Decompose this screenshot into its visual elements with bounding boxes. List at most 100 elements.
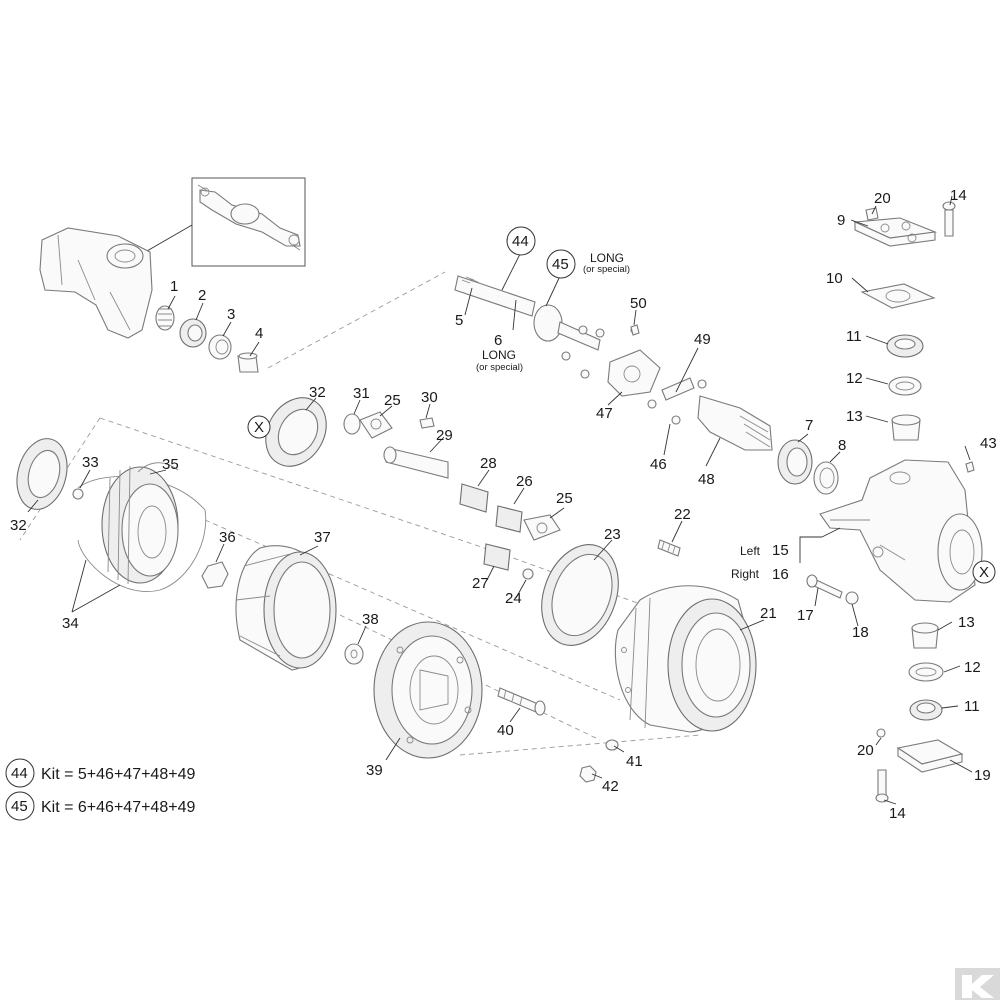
callout-18: 18 [852,624,869,641]
callout-49: 49 [694,331,711,348]
grease-nipple-50 [630,324,640,336]
callout-28: 28 [480,455,497,472]
seal-7 [777,439,813,485]
callout-19: 19 [974,767,991,784]
callout-32-lower: 32 [10,517,27,534]
kit-45-id: 45 [11,798,28,815]
callout-42: 42 [602,778,619,795]
washer-41 [605,739,619,751]
callout-3: 3 [227,306,235,323]
callout-14-bottom: 14 [889,805,906,822]
callout-45: 45 [552,256,569,273]
callout-23: 23 [604,526,621,543]
note-long-45: LONG [590,251,624,265]
nut-42 [579,765,597,783]
callout-1: 1 [170,278,178,295]
callout-21: 21 [760,605,777,622]
kit-45-circle [5,791,35,821]
callout-10: 10 [826,270,843,287]
callout-36: 36 [219,529,236,546]
ring-gear-assembly-left [16,438,229,592]
kit-44-id: 44 [11,765,28,782]
callout-5: 5 [455,312,463,329]
callout-12-top: 12 [846,370,863,387]
bushing-4 [237,352,259,373]
wheel-stud-22 [657,539,681,557]
callout-7: 7 [805,417,813,434]
callout-33: 33 [82,454,99,471]
bearing-2 [179,318,207,348]
callout-31: 31 [353,385,370,402]
callout-39: 39 [366,762,383,779]
callout-16: 16 [772,566,789,583]
callout-41: 41 [626,753,643,770]
callout-11-bottom: 11 [964,698,980,715]
washer-38 [344,643,364,665]
callout-4: 4 [255,325,263,342]
ring-8 [813,461,839,495]
kit-legend: 44 Kit = 5+46+47+48+49 45 Kit = 6+46+47+… [5,758,195,821]
steering-knuckle [819,459,983,603]
callout-47: 47 [596,405,613,422]
callout-37: 37 [314,529,331,546]
circle-44 [506,226,536,256]
x-marker-left [247,415,271,439]
callout-27: 27 [472,575,489,592]
callout-35: 35 [162,456,179,473]
seal-ring-3 [208,334,232,360]
bearing-32-upper [265,397,327,467]
leader-lines [27,195,973,805]
callout-9: 9 [837,212,845,229]
callout-40: 40 [497,722,514,739]
kit-44-text: Kit = 5+46+47+48+49 [41,766,195,783]
hub-cover-39 [373,621,483,759]
callout-17: 17 [797,607,814,624]
needle-bearing-1 [155,305,175,331]
note-special-6: (or special) [476,362,523,373]
callout-2: 2 [198,287,206,304]
note-special-45: (or special) [583,264,630,275]
callout-25-upper: 25 [384,392,401,409]
bolt-40 [497,687,546,716]
internal-ring-gear-37 [235,545,337,671]
callout-13-top: 13 [846,408,863,425]
bolt-17-nut-18 [806,574,859,605]
callout-labels: 1 2 3 4 5 6 LONG (or special) 44 45 LONG… [10,187,997,822]
callout-13-bottom: 13 [958,614,975,631]
axle-housing-end [39,227,153,339]
callout-26: 26 [516,473,533,490]
callout-14-top: 14 [950,187,967,204]
x-marker-right [972,560,996,584]
callout-20-top: 20 [874,190,891,207]
callout-38: 38 [362,611,379,628]
grease-nipple-43 [965,461,975,473]
callout-32-upper: 32 [309,384,326,401]
callout-29: 29 [436,427,453,444]
kit-45-text: Kit = 6+46+47+48+49 [41,799,195,816]
bearing-32-lower [16,438,68,510]
kingpin-top-stack [852,201,956,441]
kit-44-circle [5,758,35,788]
callout-11-top: 11 [846,328,862,345]
callout-22: 22 [674,506,691,523]
callout-15: 15 [772,542,789,559]
callout-25-lower: 25 [556,490,573,507]
brand-k-logo-icon [955,968,1000,1000]
callout-6: 6 [494,332,502,349]
callout-46: 46 [650,456,667,473]
callout-44: 44 [512,233,529,250]
seal-23 [541,544,619,646]
callout-30: 30 [421,389,438,406]
circle-45 [546,249,576,279]
note-long-6: LONG [482,348,516,362]
callout-34: 34 [62,615,79,632]
callout-24: 24 [505,590,522,607]
callout-8: 8 [838,437,846,454]
x-marker-left-label: X [254,419,264,436]
kingpin-bottom-stack [875,622,964,803]
callout-43: 43 [980,435,997,452]
callout-12-bottom: 12 [964,659,981,676]
callout-48: 48 [698,471,715,488]
callout-50: 50 [630,295,647,312]
